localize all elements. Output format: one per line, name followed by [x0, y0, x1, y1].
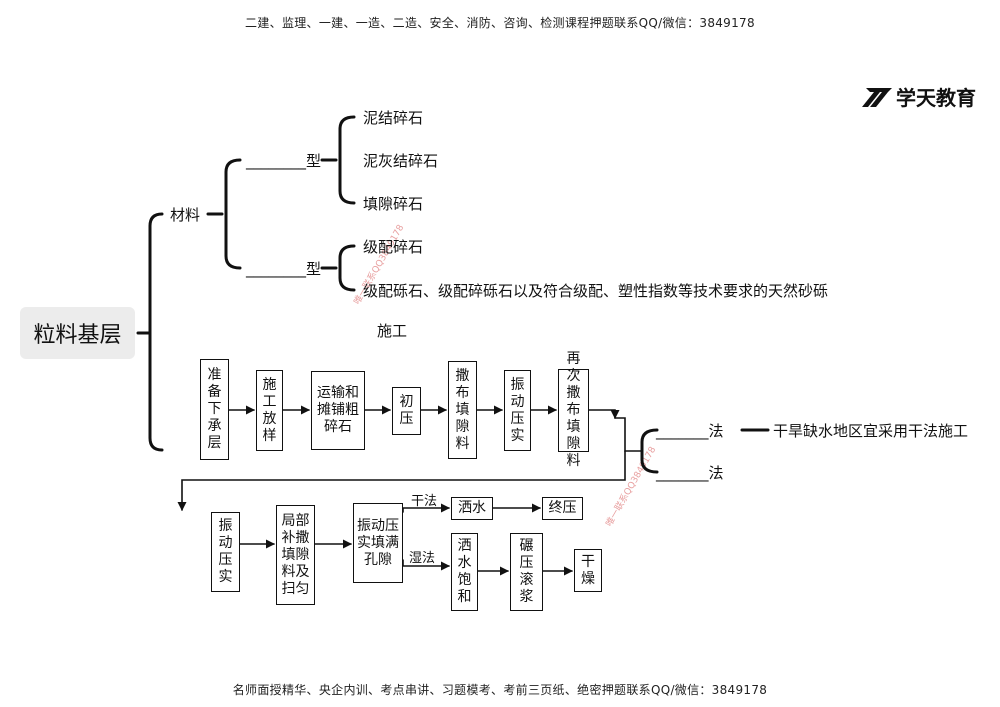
method1-note: 干旱缺水地区宜采用干法施工 — [773, 422, 969, 440]
flow1-step: 初压 — [392, 387, 421, 435]
type1-item: 泥结碎石 — [363, 109, 424, 127]
type1-item: 泥灰结碎石 — [363, 152, 439, 170]
flow2-step: 振动压实 — [211, 512, 240, 592]
method1-suffix: 法 — [708, 422, 724, 440]
method1-label: _______法 — [656, 420, 724, 441]
flow1-step: 振动压实 — [504, 370, 531, 451]
type2-label: ________型 — [246, 258, 321, 279]
type1-suffix: 型 — [306, 152, 322, 170]
construction-label: 施工 — [377, 322, 408, 340]
type2-suffix: 型 — [306, 260, 322, 278]
method2-suffix: 法 — [708, 464, 724, 482]
flow1-step: 运输和摊铺粗碎石 — [311, 371, 365, 450]
logo-text: 学天教育 — [896, 86, 976, 110]
wet-method-label: 湿法 — [409, 551, 436, 566]
footer-contact-text: 名师面授精华、央企内训、考点串讲、习题模考、考前三页纸、绝密押题联系QQ/微信：… — [232, 683, 768, 697]
method2-blank: _______ — [656, 464, 709, 482]
type2-blank: ________ — [246, 260, 306, 278]
type1-blank: ________ — [246, 152, 306, 170]
wet-step: 洒水饱和 — [451, 533, 478, 611]
method2-label: _______法 — [656, 462, 724, 483]
root-node: 粒料基层 — [20, 307, 135, 359]
dry-step: 洒水 — [451, 497, 493, 520]
flow2-step: 局部补撒填隙料及扫匀 — [276, 505, 315, 605]
dry-step: 终压 — [542, 497, 583, 520]
flow1-step: 再次撒布填隙料 — [558, 351, 589, 469]
type1-item: 填隙碎石 — [363, 195, 424, 213]
dry-method-label: 干法 — [411, 494, 438, 509]
flow2-step: 振动压实填满孔隙 — [353, 503, 403, 583]
materials-label: 材料 — [170, 206, 201, 224]
header-contact-text: 二建、监理、一建、一造、二造、安全、消防、咨询、检测课程押题联系QQ/微信：38… — [245, 16, 755, 30]
brand-logo: 学天教育 — [862, 82, 976, 111]
type2-item: 级配砾石、级配碎砾石以及符合级配、塑性指数等技术要求的天然砂砾 — [363, 282, 829, 300]
flow1-step: 施工放样 — [256, 370, 283, 451]
wet-step: 干燥 — [574, 549, 602, 592]
wet-step: 碾压滚浆 — [510, 533, 543, 611]
flow1-step: 准备下承层 — [200, 359, 229, 460]
type1-label: ________型 — [246, 150, 321, 171]
method1-blank: _______ — [656, 422, 709, 440]
logo-mark-icon — [862, 87, 892, 107]
type2-item: 级配碎石 — [363, 238, 424, 256]
flow1-step: 撒布填隙料 — [448, 361, 477, 459]
